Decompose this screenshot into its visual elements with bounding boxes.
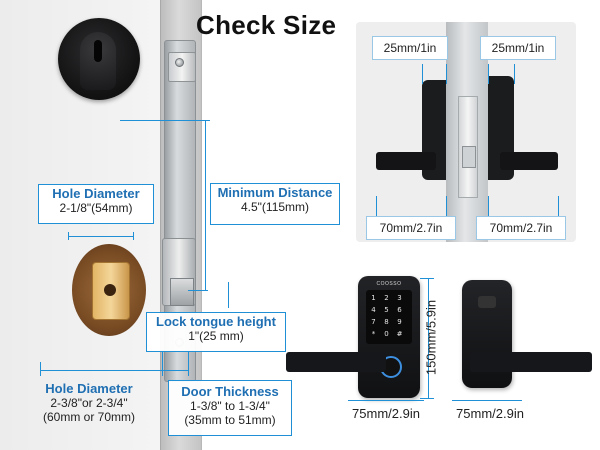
- dimension-line: [422, 64, 423, 84]
- dimension-line: [452, 400, 522, 401]
- keypad-key: #: [396, 330, 403, 338]
- keypad-key: 1: [371, 294, 376, 302]
- dimension-line: [68, 236, 134, 237]
- dimension-line: [488, 64, 489, 84]
- dimension-line: [420, 278, 434, 279]
- label-value: 4.5"(115mm): [240, 199, 310, 214]
- lever-handle-front: [286, 352, 386, 372]
- keypad-panel: [366, 290, 412, 344]
- label-title: Lock tongue height: [156, 314, 276, 329]
- front-width-label: 75mm/2.9in: [352, 406, 420, 421]
- product-height-label: 150mm/5.9in: [423, 299, 439, 376]
- keypad-key: 7: [371, 318, 376, 326]
- lever-handle-back: [470, 352, 592, 372]
- dimension-line: [228, 282, 229, 308]
- dimension-line: [348, 400, 424, 401]
- top-right-size-label: 25mm/1in: [480, 36, 556, 60]
- dimension-line: [420, 398, 434, 399]
- lock-tongue: [170, 278, 194, 306]
- label-value: (60mm or 70mm): [42, 409, 135, 424]
- dimension-line: [558, 196, 559, 218]
- label-value: 2-3/8"or 2-3/4": [50, 395, 128, 410]
- hole-diameter-bottom-label: Hole Diameter 2-3/8"or 2-3/4" (60mm or 7…: [22, 381, 156, 425]
- keyway-icon: [94, 40, 102, 62]
- lever-handle-front: [376, 152, 436, 170]
- dimension-line: [514, 64, 515, 84]
- dimension-line: [188, 290, 208, 291]
- dimension-line: [446, 64, 447, 84]
- bottom-left-size-label: 70mm/2.7in: [366, 216, 456, 240]
- lock-tongue-height-label: Lock tongue height 1"(25 mm): [146, 312, 286, 352]
- label-value: (35mm to 51mm): [184, 412, 276, 427]
- keypad-key: 2: [384, 294, 389, 302]
- dimension-line: [162, 370, 188, 371]
- dimension-line: [488, 196, 489, 218]
- keypad-key: *: [371, 330, 376, 338]
- dimension-line: [68, 232, 69, 240]
- top-left-size-label: 25mm/1in: [372, 36, 448, 60]
- label-title: Hole Diameter: [52, 186, 140, 201]
- keypad-key: 3: [397, 294, 402, 302]
- dimension-line: [428, 278, 429, 398]
- thumb-turn-icon: [478, 296, 496, 308]
- latch-bolt: [462, 146, 476, 168]
- dimension-line: [205, 120, 206, 290]
- label-value: 2-1/8"(54mm): [59, 200, 133, 215]
- label-title: Hole Diameter: [45, 381, 133, 396]
- page-title: Check Size: [196, 10, 337, 40]
- keypad-key: 9: [397, 318, 402, 326]
- back-width-label: 75mm/2.9in: [456, 406, 524, 421]
- label-value: 1-3/8" to 1-3/4": [190, 398, 270, 413]
- dimension-line: [120, 120, 210, 121]
- hole-diameter-top-label: Hole Diameter 2-1/8"(54mm): [38, 184, 154, 224]
- screw-icon: [175, 58, 184, 67]
- dimension-line: [376, 196, 377, 218]
- keypad-key: 0: [384, 330, 389, 338]
- door-thickness-label: Door Thickness 1-3/8" to 1-3/4" (35mm to…: [168, 380, 292, 436]
- keypad-key: 6: [397, 306, 402, 314]
- dimension-line: [188, 350, 189, 376]
- dimension-line: [162, 350, 163, 376]
- keypad-key: 8: [384, 318, 389, 326]
- dimension-line: [40, 370, 162, 371]
- dimension-line: [133, 232, 134, 240]
- brand-logo: COOSSO: [376, 281, 402, 287]
- label-title: Door Thickness: [181, 384, 279, 399]
- label-value: 1"(25 mm): [188, 328, 244, 343]
- dimension-line: [446, 196, 447, 218]
- minimum-distance-label: Minimum Distance 4.5"(115mm): [210, 183, 340, 225]
- label-title: Minimum Distance: [217, 185, 333, 200]
- dimension-line: [40, 362, 41, 376]
- upper-strike: [168, 52, 196, 82]
- keypad-key: 4: [371, 306, 376, 314]
- bottom-right-size-label: 70mm/2.7in: [476, 216, 566, 240]
- keypad-key: 5: [384, 306, 389, 314]
- lever-handle-back: [500, 152, 558, 170]
- latch-bolt-hole: [104, 284, 116, 296]
